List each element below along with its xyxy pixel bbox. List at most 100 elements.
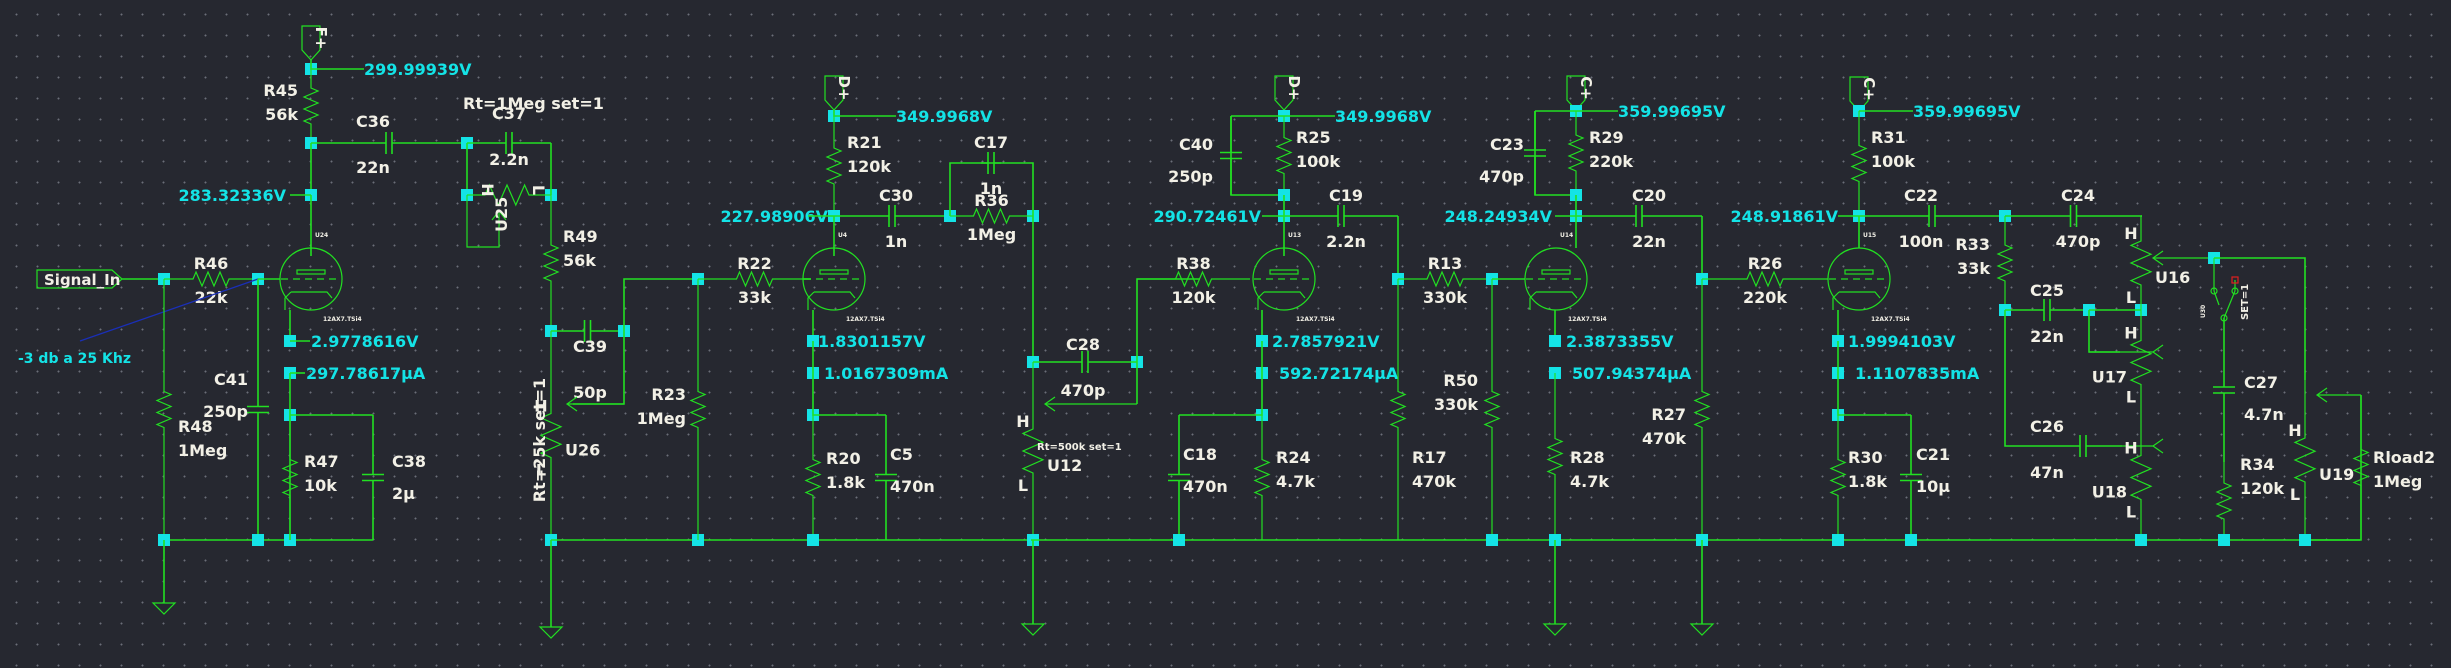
resistor-value: 120k [2240, 479, 2284, 498]
supply-flag-flag-d1[interactable]: D+ [824, 75, 853, 111]
measurement-m-f-supply: 299.99939V [364, 60, 472, 79]
pot-pin-h: H [2124, 224, 2137, 243]
pot-ref: U18 [2092, 483, 2127, 502]
supply-flag-label: C+ [1860, 77, 1878, 101]
tube-model: 12AX7.TSi4 [846, 316, 885, 323]
junction-node[interactable] [1486, 534, 1498, 546]
junction-node[interactable] [1173, 534, 1185, 546]
capacitor-ref: C20 [1632, 186, 1666, 205]
capacitor-value: 2µ [392, 484, 415, 503]
pot-ref: U12 [1047, 456, 1082, 475]
capacitor-ref: C36 [356, 112, 390, 131]
junction-node[interactable] [252, 534, 264, 546]
junction-node[interactable] [1549, 335, 1561, 347]
pot-pin-l: L [536, 461, 546, 480]
resistor-value: 1.8k [826, 473, 865, 492]
pot-pin-h: H [478, 183, 497, 196]
capacitor-value: 47n [2030, 463, 2064, 482]
measurement-m-u13-plate: 290.72461V [1153, 207, 1261, 226]
capacitor-value: 470n [890, 477, 935, 496]
resistor-ref: Rload2 [2373, 448, 2435, 467]
annot-c37: Rt=1Meg set=1 [463, 94, 604, 113]
capacitor-c36[interactable]: C36 22n [311, 112, 467, 177]
supply-flag-flag-c1[interactable]: C+ [1566, 75, 1595, 111]
junction-node[interactable] [1832, 534, 1844, 546]
tube-model: 12AX7.TSi4 [1871, 316, 1910, 323]
resistor-ref: R20 [826, 449, 861, 468]
junction-node[interactable] [807, 534, 819, 546]
junction-node[interactable] [1905, 534, 1917, 546]
measurement-m-u15-plate: 248.91861V [1730, 207, 1838, 226]
junction-node[interactable] [2299, 534, 2311, 546]
junction-node[interactable] [2135, 534, 2147, 546]
signal-in-port[interactable]: Signal_In [36, 269, 123, 289]
capacitor-value: 22n [356, 158, 390, 177]
resistor-r20[interactable]: R20 1.8k [804, 415, 865, 540]
annotation-text: -3 db a 25 Khz [18, 351, 131, 367]
junction-node[interactable] [2218, 534, 2230, 546]
supply-flag-flag-d2[interactable]: D+ [1274, 75, 1303, 111]
pot-pin-h: H [1016, 412, 1029, 431]
supply-flag-flag-f[interactable]: F+ [301, 25, 330, 61]
capacitor-value: 470p [1479, 167, 1524, 186]
